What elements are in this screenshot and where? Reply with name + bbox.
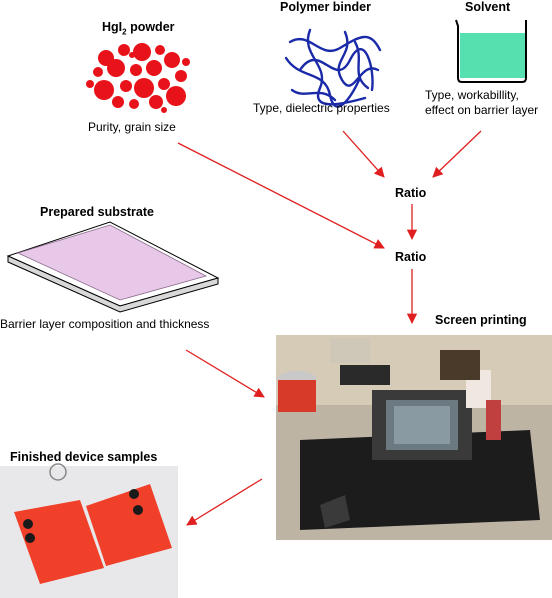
substrate-title: Prepared substrate xyxy=(40,205,154,219)
finished-samples-photo xyxy=(0,463,178,598)
powder-icon xyxy=(86,43,190,113)
powder-title: HgI2 powder xyxy=(102,20,175,40)
powder-title-rest: powder xyxy=(126,20,175,34)
solvent-caption-line-2: effect on barrier layer xyxy=(425,103,539,117)
arrow-screen-to-samples xyxy=(186,478,263,526)
screen-printing-title: Screen printing xyxy=(435,313,527,327)
ratio-label-2: Ratio xyxy=(395,250,427,264)
solvent-title: Solvent xyxy=(465,0,511,14)
binder-title: Polymer binder xyxy=(280,0,371,14)
substrate-icon xyxy=(6,221,220,313)
arrow-binder-to-ratio xyxy=(342,130,385,178)
powder-title-main: HgI xyxy=(102,20,123,34)
powder-caption: Purity, grain size xyxy=(88,120,176,134)
arrow-substrate-to-screen xyxy=(185,349,265,398)
substrate-caption: Barrier layer composition and thickness xyxy=(0,317,210,331)
arrow-powder-to-ratio xyxy=(177,142,385,249)
flow-arrows xyxy=(177,130,482,526)
arrow-solvent-to-ratio xyxy=(432,130,482,178)
binder-icon xyxy=(284,28,382,108)
solvent-caption-line-1: Type, workabillity, xyxy=(425,88,519,102)
ratio-label-1: Ratio xyxy=(395,186,427,200)
finished-samples-title: Finished device samples xyxy=(10,450,158,464)
screen-printing-photo xyxy=(276,335,552,540)
powder-title-subscript: 2 xyxy=(122,27,127,37)
binder-caption: Type, dielectric properties xyxy=(253,101,390,115)
solvent-icon xyxy=(455,19,527,83)
